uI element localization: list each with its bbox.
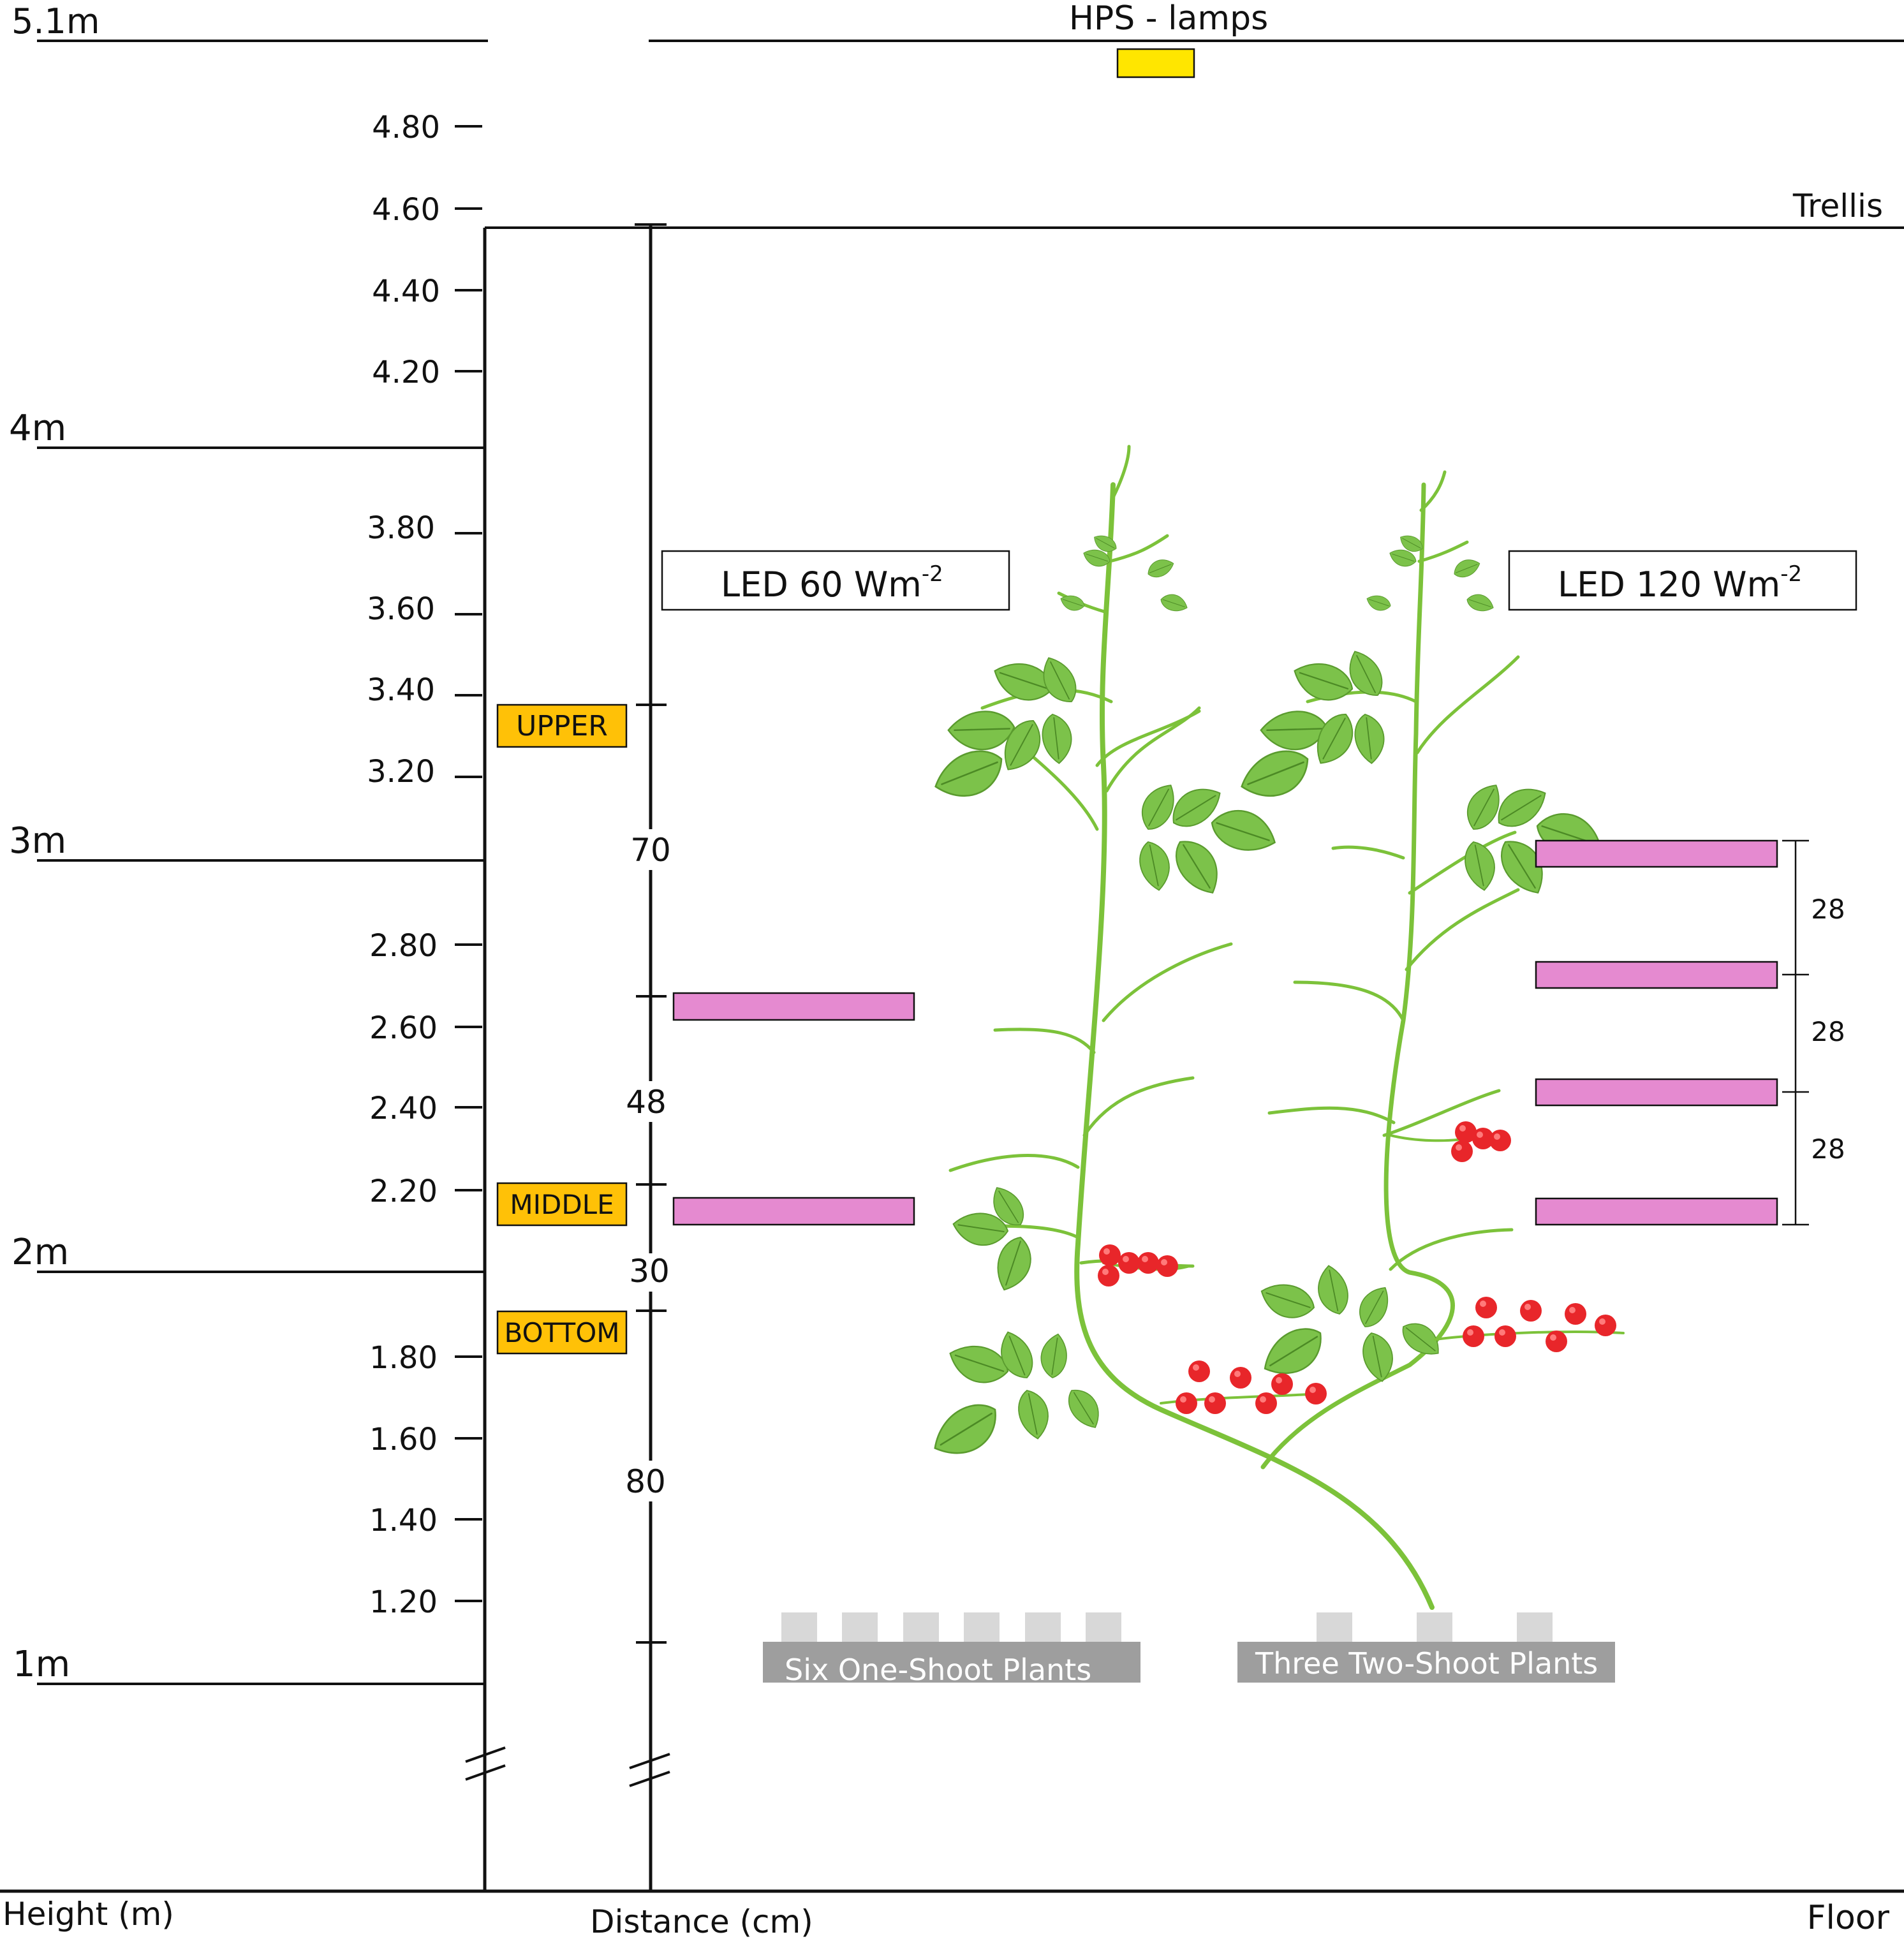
led-120-label: LED 120 Wm [1558, 564, 1780, 605]
tick-label-1-40: 1.40 [369, 1503, 438, 1538]
led-120-bars [1535, 839, 1778, 1226]
pot-squares-right [1317, 1612, 1553, 1642]
led-120-exponent: -2 [1780, 561, 1802, 587]
meter-label-4: 4m [9, 408, 66, 449]
zone-middle-label: MIDDLE [510, 1189, 614, 1220]
hps-lamp [1116, 48, 1195, 78]
zone-bottom: BOTTOM [496, 1310, 628, 1355]
led-60-box: LED 60 Wm-2 [661, 550, 1010, 611]
led-120-bar-2 [1535, 961, 1778, 989]
zone-upper: UPPER [496, 704, 628, 748]
meter-lines [37, 40, 488, 1685]
pots-left: Six One-Shoot Plants [763, 1612, 1140, 1687]
plant-left-branches [948, 445, 1233, 1268]
plant-left-main-stem [1074, 482, 1435, 1610]
height-ticks [455, 125, 482, 1602]
tick-label-1-80: 1.80 [369, 1340, 438, 1376]
tick-label-4-60: 4.60 [372, 192, 440, 228]
axis-break-height [465, 1746, 506, 1781]
spacing-label-2: 28 [1811, 1016, 1845, 1047]
hps-label: HPS - lamps [1069, 0, 1268, 38]
pots-left-label: Six One-Shoot Plants [785, 1653, 1091, 1687]
height-axis-title: Height (m) [3, 1896, 174, 1933]
pot-bar-right [1237, 1642, 1615, 1683]
pots-right-label: Three Two-Shoot Plants [1255, 1646, 1598, 1681]
meter-label-3: 3m [9, 820, 66, 862]
svg-text:LED 120 Wm-2: LED 120 Wm-2 [1558, 561, 1802, 605]
zone-upper-label: UPPER [516, 710, 608, 742]
zone-middle: MIDDLE [496, 1182, 628, 1227]
tick-label-3-80: 3.80 [367, 510, 435, 546]
distance-label-70: 70 [630, 832, 671, 869]
plant-illustration [924, 445, 1625, 1610]
led-60-bar-lower [672, 1197, 915, 1226]
led-120-bar-1 [1535, 839, 1778, 868]
tick-label-2-60: 2.60 [369, 1010, 438, 1046]
tick-label-2-20: 2.20 [369, 1174, 438, 1209]
led-60-label: LED 60 Wm [721, 564, 922, 605]
distance-label-48: 48 [626, 1084, 667, 1121]
distance-label-80: 80 [625, 1463, 666, 1500]
led-60-exponent: -2 [922, 561, 943, 587]
meter-label-2: 2m [11, 1232, 69, 1273]
distance-ticks [635, 223, 667, 1644]
svg-text:LED 60 Wm-2: LED 60 Wm-2 [721, 561, 943, 605]
led-120-bar-4 [1535, 1197, 1778, 1226]
pots-right: Three Two-Shoot Plants [1237, 1612, 1615, 1683]
led-60-bar-upper [672, 992, 915, 1021]
spacing-label-3: 28 [1811, 1133, 1845, 1165]
distance-labels: 70 48 30 80 [622, 829, 679, 1501]
led-spacing-bracket [1782, 839, 1809, 1226]
tick-label-1-20: 1.20 [369, 1584, 438, 1620]
led-120-box: LED 120 Wm-2 [1508, 550, 1857, 611]
distance-label-30: 30 [629, 1253, 670, 1290]
distance-axis-title: Distance (cm) [590, 1903, 813, 1939]
tick-label-1-60: 1.60 [369, 1422, 438, 1457]
led-120-bar-3 [1535, 1078, 1778, 1107]
meter-label-5-1: 5.1m [11, 1, 100, 41]
plant-fruits [1098, 1121, 1625, 1414]
pot-squares-left [781, 1612, 1121, 1642]
tick-label-3-40: 3.40 [367, 672, 435, 708]
axis-break-distance [629, 1753, 670, 1787]
led-spacing-labels: 28 28 28 [1811, 894, 1845, 1165]
height-tick-labels: 4.80 4.60 4.40 4.20 3.80 3.60 3.40 3.20 … [367, 110, 440, 1620]
zone-bottom-label: BOTTOM [504, 1317, 619, 1348]
spacing-label-1: 28 [1811, 894, 1845, 925]
led-60-bars [672, 992, 915, 1226]
tick-label-4-80: 4.80 [372, 110, 440, 145]
tick-label-3-20: 3.20 [367, 754, 435, 790]
plant-right-main-stem [1260, 482, 1455, 1470]
floor-label: Floor [1807, 1899, 1890, 1937]
tick-label-2-80: 2.80 [369, 928, 438, 964]
trellis-label: Trellis [1792, 188, 1883, 225]
tick-label-2-40: 2.40 [369, 1091, 438, 1126]
tick-label-4-40: 4.40 [372, 274, 440, 309]
tick-label-4-20: 4.20 [372, 355, 440, 390]
meter-label-1: 1m [13, 1644, 70, 1685]
pot-bar-left [763, 1642, 1140, 1683]
tick-label-3-60: 3.60 [367, 591, 435, 627]
